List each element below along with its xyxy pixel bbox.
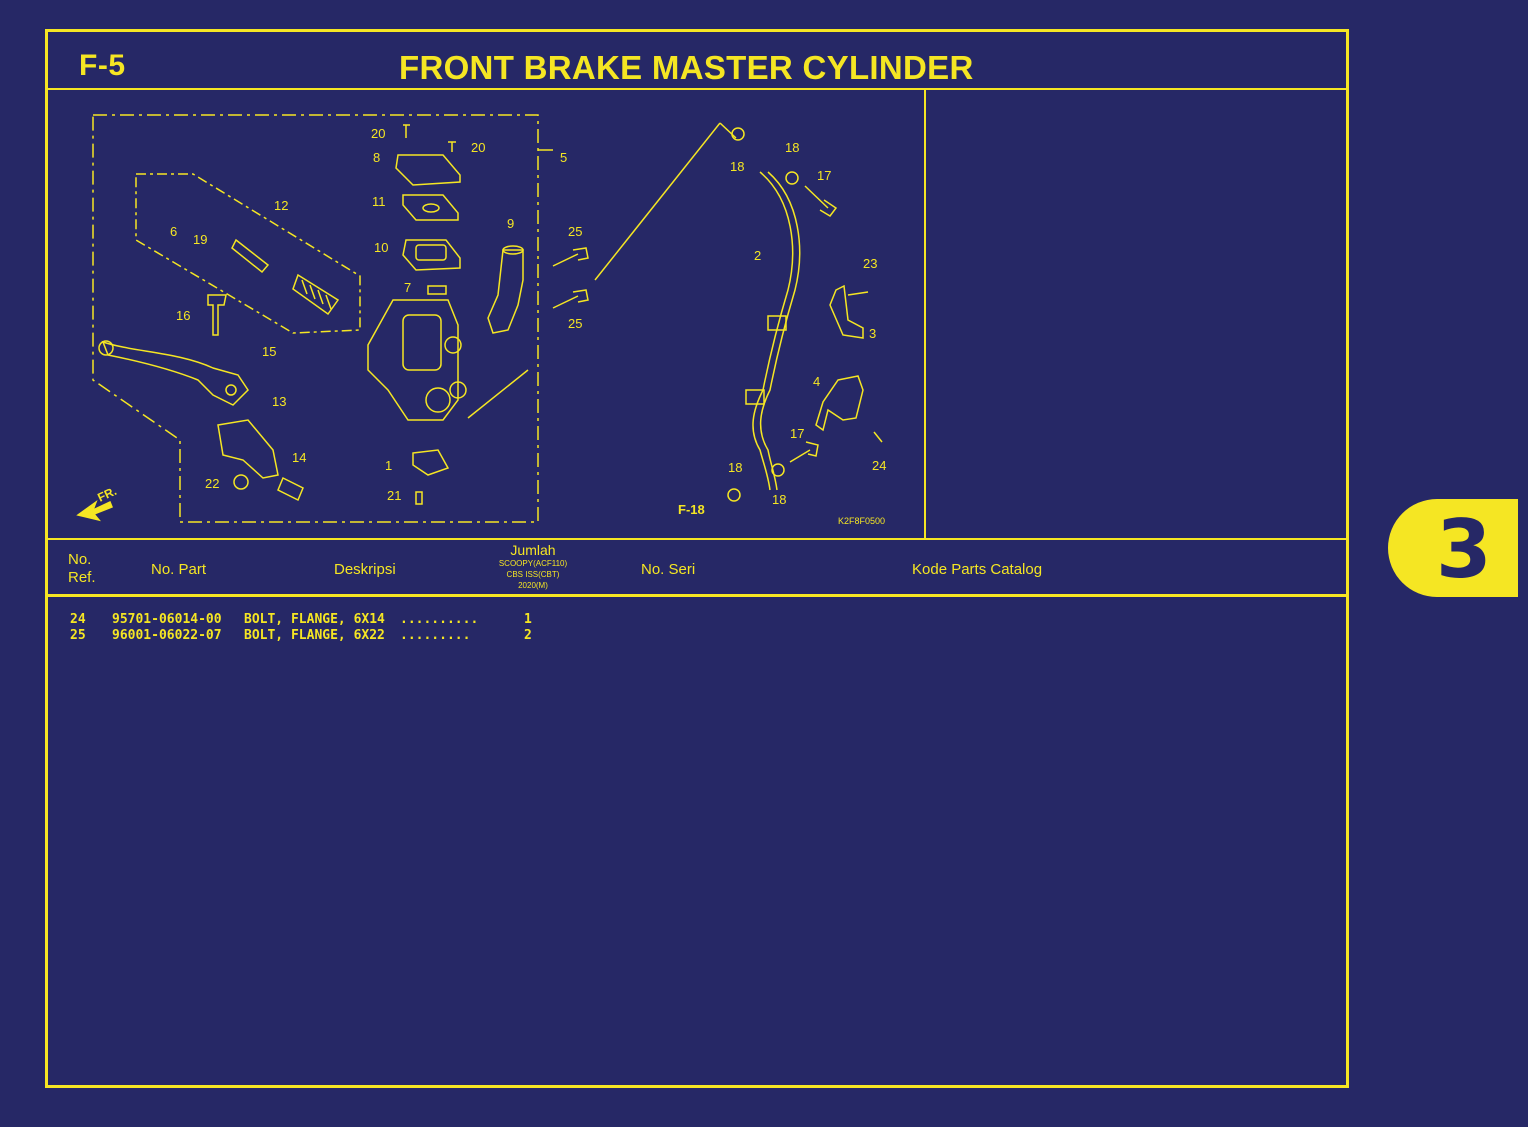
col-description: Deskripsi [334,561,396,578]
row-leader-dots: .......... [400,612,479,627]
col-ref-label: No. Ref. [68,551,96,586]
ref-figure-label: F-18 [678,502,705,517]
col-quantity-label: Jumlah [510,542,556,558]
callout-3: 3 [869,326,876,341]
callout-5: 5 [560,150,567,165]
callout-17a: 17 [817,168,831,183]
row-ref: 25 [70,628,86,643]
brake-lever [101,340,249,406]
brake-hose [752,171,794,491]
callout-18c: 18 [728,460,742,475]
exploded-parts-diagram: 20 20 8 5 11 12 6 19 9 25 10 7 25 16 15 … [48,90,924,538]
section-tab[interactable]: 3 [1388,499,1518,597]
lever-box [135,173,361,334]
col-quantity-variant: CBS ISS(CBT) [506,570,560,579]
page-title: FRONT BRAKE MASTER CYLINDER [399,49,974,86]
row-part-number: 95701-06014-00 [112,612,222,627]
col-quantity: Jumlah SCOOPY(ACF110) CBS ISS(CBT) 2020(… [483,542,583,591]
page-header: F-5 FRONT BRAKE MASTER CYLINDER [48,32,1346,90]
callout-16: 16 [176,308,190,323]
callout-4: 4 [813,374,820,389]
callout-10: 10 [374,240,388,255]
col-ref: No. Ref. [68,551,96,587]
row-quantity: 2 [524,628,532,643]
callout-18b: 18 [785,140,799,155]
callout-13: 13 [272,394,286,409]
row-part-number: 96001-06022-07 [112,628,222,643]
row-description: BOLT, FLANGE, 6X14 [244,612,385,627]
section-tab-number: 3 [1436,503,1492,596]
callout-20a: 20 [371,126,385,141]
callout-17b: 17 [790,426,804,441]
col-part-number: No. Part [151,561,207,578]
table-row: 25 96001-06022-07 BOLT, FLANGE, 6X22 ...… [48,628,748,644]
callout-8: 8 [373,150,380,165]
diagram-svg: 20 20 8 5 11 12 6 19 9 25 10 7 25 16 15 … [76,114,886,526]
callout-11: 11 [372,194,386,209]
figure-code: F-5 [79,49,126,82]
table-header: No. Ref. No. Part Deskripsi Jumlah SCOOP… [48,538,1346,597]
callout-6: 6 [170,224,177,239]
table-row: 24 95701-06014-00 BOLT, FLANGE, 6X14 ...… [48,612,748,628]
callout-2: 2 [754,248,761,263]
callout-24: 24 [872,458,886,473]
fr-direction-label: FR. [95,484,118,505]
callout-25a: 25 [568,224,582,239]
callout-15: 15 [262,344,276,359]
row-quantity: 1 [524,612,532,627]
col-quantity-model: SCOOPY(ACF110) [498,559,568,568]
col-quantity-year: 2020(M) [518,581,548,590]
callout-21: 21 [387,488,401,503]
image-code: K2F8F0500 [838,516,885,526]
col-serial: No. Seri [641,561,696,578]
callout-12: 12 [274,198,288,213]
callout-9: 9 [507,216,514,231]
callout-1: 1 [385,458,392,473]
callout-22: 22 [205,476,219,491]
callout-18d: 18 [772,492,786,507]
callout-23: 23 [863,256,877,271]
master-cylinder-body [367,299,459,421]
row-description: BOLT, FLANGE, 6X22 [244,628,385,643]
row-ref: 24 [70,612,86,627]
callout-25b: 25 [568,316,582,331]
row-leader-dots: ......... [400,628,471,643]
diagram-divider [924,90,926,538]
callout-14: 14 [292,450,306,465]
callout-18a: 18 [730,159,744,174]
assembly-boundary [92,114,539,523]
callout-7: 7 [404,280,411,295]
catalog-page-frame: F-5 FRONT BRAKE MASTER CYLINDER [45,29,1349,1088]
callout-20b: 20 [471,140,485,155]
callout-19: 19 [193,232,207,247]
col-catalog-code: Kode Parts Catalog [912,561,1043,578]
